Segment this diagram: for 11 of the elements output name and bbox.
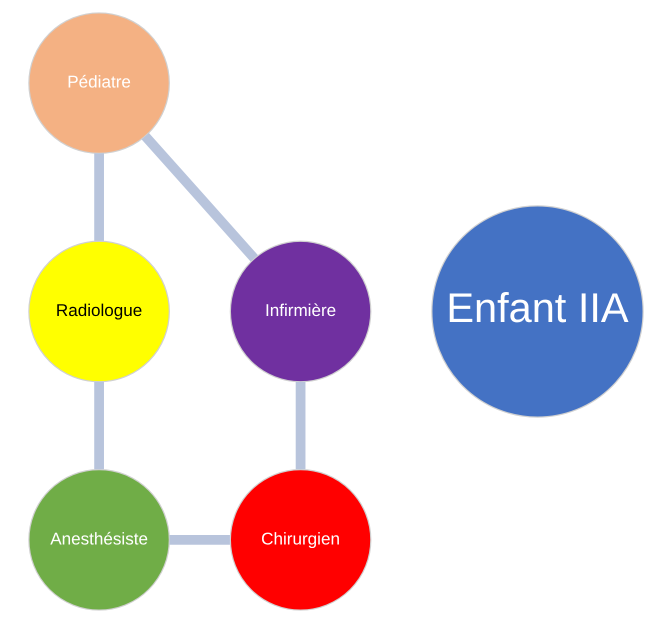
node-circle: Pédiatre	[28, 12, 170, 154]
connector	[94, 382, 104, 470]
connector	[94, 153, 104, 241]
connector	[170, 534, 230, 545]
node-circle: Infirmière	[230, 240, 372, 382]
node-circle: Enfant IIA	[431, 205, 644, 418]
node-circle: Radiologue	[28, 240, 170, 382]
node-circle: Chirurgien	[230, 469, 372, 611]
connector	[296, 382, 306, 470]
connector	[142, 132, 258, 262]
node-circle: Anesthésiste	[28, 469, 170, 611]
